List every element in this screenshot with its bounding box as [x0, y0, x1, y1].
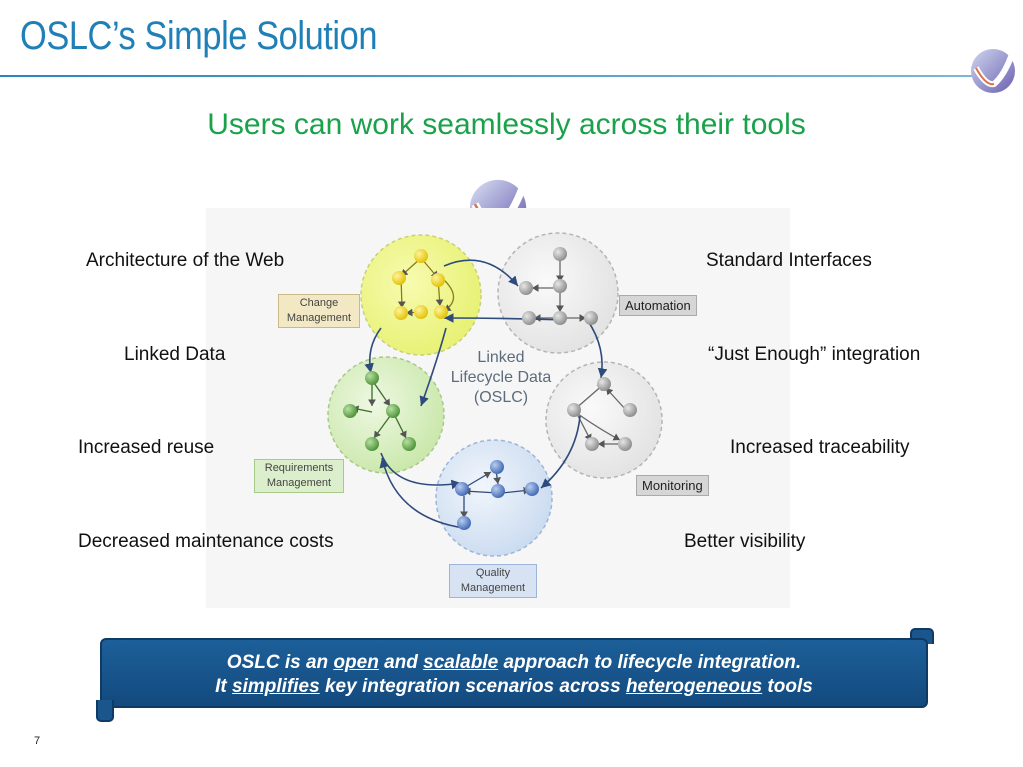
linked-lifecycle-diagram: Change Management Requirements Managemen…	[206, 208, 790, 608]
benefit-just-enough-integration: “Just Enough” integration	[708, 344, 921, 365]
change-management-circle	[360, 234, 482, 356]
quality-management-circle	[435, 439, 553, 557]
requirements-nodes	[343, 371, 416, 451]
benefit-increased-traceability: Increased traceability	[730, 437, 910, 458]
automation-tag: Automation	[619, 295, 697, 316]
change-management-nodes	[392, 249, 448, 320]
banner-scroll-curl-bottom	[96, 700, 114, 722]
banner-line-2: It simplifies key integration scenarios …	[215, 676, 813, 697]
benefit-linked-data: Linked Data	[124, 344, 226, 365]
slide-title: OSLC’s Simple Solution	[20, 14, 378, 58]
page-number: 7	[34, 735, 41, 747]
linked-lifecycle-data-label: Linked Lifecycle Data (OSLC)	[450, 349, 552, 406]
quality-nodes	[455, 460, 539, 530]
slide-subtitle: Users can work seamlessly across their t…	[207, 108, 806, 141]
benefit-better-visibility: Better visibility	[684, 531, 806, 552]
benefit-increased-reuse: Increased reuse	[78, 437, 215, 458]
monitoring-circle	[545, 361, 663, 479]
monitoring-tag: Monitoring	[636, 475, 709, 496]
benefit-standard-interfaces: Standard Interfaces	[706, 250, 872, 271]
change-management-label: Change Management	[278, 294, 360, 328]
benefit-decreased-maintenance-costs: Decreased maintenance costs	[78, 531, 334, 552]
oslc-logo-icon	[971, 49, 1015, 93]
benefit-architecture-of-the-web: Architecture of the Web	[86, 250, 285, 271]
automation-nodes	[519, 247, 598, 325]
monitoring-nodes	[567, 377, 637, 451]
oslc-summary-banner: OSLC is an open and scalable approach to…	[100, 638, 928, 708]
quality-management-label: Quality Management	[449, 564, 537, 598]
requirements-management-label: Requirements Management	[254, 459, 344, 493]
title-divider	[0, 75, 990, 77]
banner-line-1: OSLC is an open and scalable approach to…	[226, 652, 802, 673]
diagram-graphic	[327, 232, 663, 557]
